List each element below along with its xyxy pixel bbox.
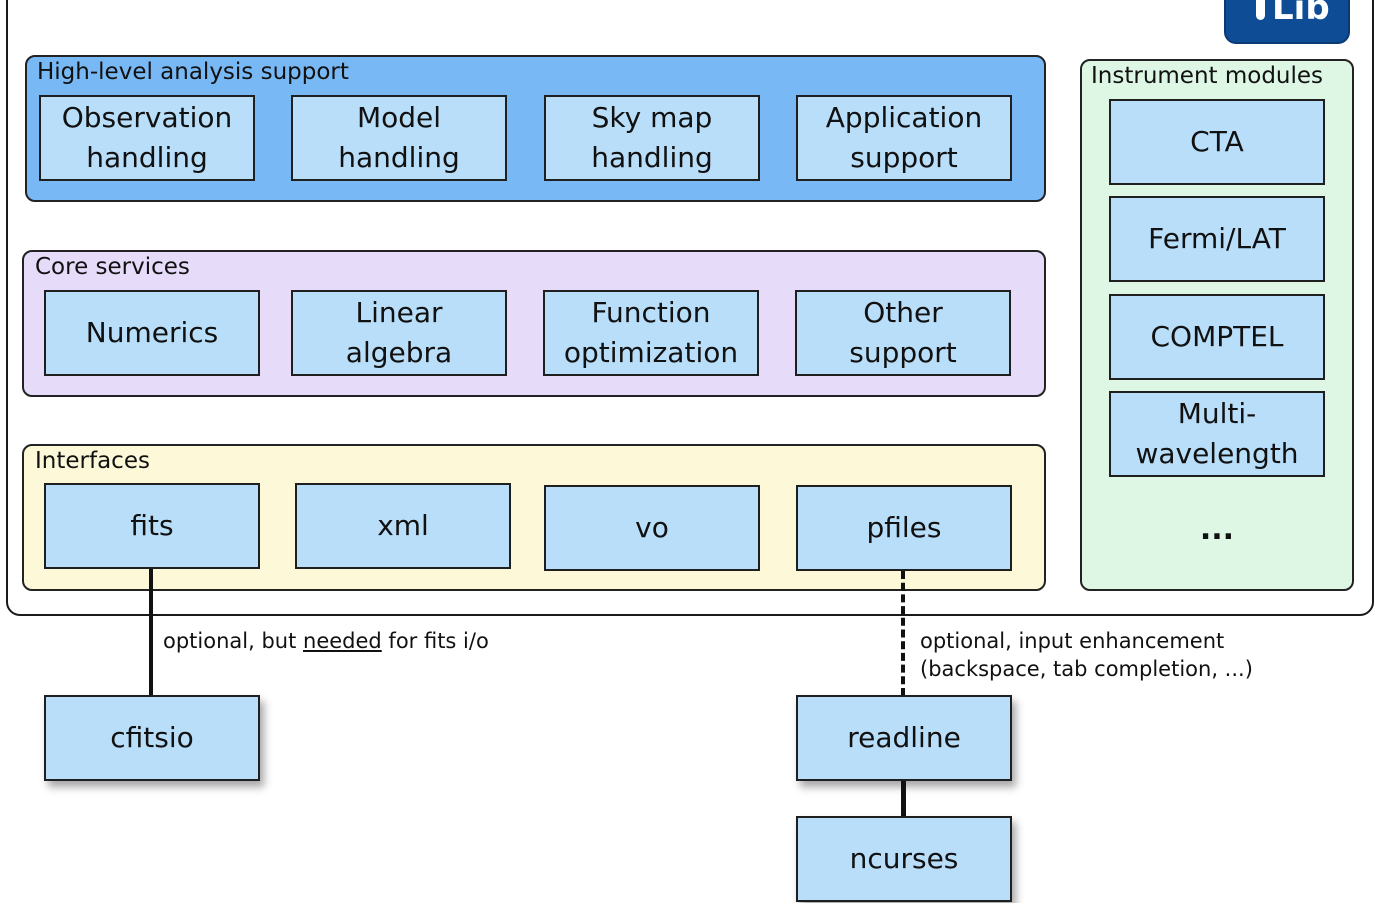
box-observation-handling: Observation handling xyxy=(39,95,255,181)
box-pfiles: pfiles xyxy=(796,485,1012,571)
logo-text: Lib xyxy=(1272,0,1330,28)
group-label: Interfaces xyxy=(35,448,150,474)
note-fits-dependency: optional, but needed for fits i/o xyxy=(163,629,489,653)
group-label: Instrument modules xyxy=(1091,63,1324,89)
box-fits: fits xyxy=(44,483,260,569)
box-model-handling: Model handling xyxy=(291,95,507,181)
note-pfiles-line1: optional, input enhancement xyxy=(920,629,1225,653)
group-label: High-level analysis support xyxy=(37,59,349,85)
box-sky-map-handling: Sky map handling xyxy=(544,95,760,181)
gammalib-logo: ★ Lib xyxy=(1224,0,1350,44)
more-modules-ellipsis: ... xyxy=(1199,512,1235,547)
box-cfitsio: cfitsio xyxy=(44,695,260,781)
box-linear-algebra: Linear algebra xyxy=(291,290,507,376)
box-application-support: Application support xyxy=(796,95,1012,181)
connector-readline-ncurses xyxy=(901,781,906,817)
logo-gamma-glyph xyxy=(1256,0,1265,20)
note-pfiles-line2: (backspace, tab completion, ...) xyxy=(920,657,1253,681)
box-xml: xml xyxy=(295,483,511,569)
box-readline: readline xyxy=(796,695,1012,781)
box-ncurses: ncurses xyxy=(796,816,1012,902)
box-comptel: COMPTEL xyxy=(1109,294,1325,380)
logo-star-icon: ★ xyxy=(1292,0,1303,2)
box-multi-wavelength: Multi- wavelength xyxy=(1109,391,1325,477)
box-cta: CTA xyxy=(1109,99,1325,185)
box-other-support: Other support xyxy=(795,290,1011,376)
connector-fits-cfitsio xyxy=(149,569,153,696)
box-fermi-lat: Fermi/LAT xyxy=(1109,196,1325,282)
box-numerics: Numerics xyxy=(44,290,260,376)
note-needed-underlined: needed xyxy=(303,629,382,653)
box-function-optimization: Function optimization xyxy=(543,290,759,376)
connector-pfiles-readline xyxy=(901,571,905,696)
box-vo: vo xyxy=(544,485,760,571)
group-label: Core services xyxy=(35,254,190,280)
